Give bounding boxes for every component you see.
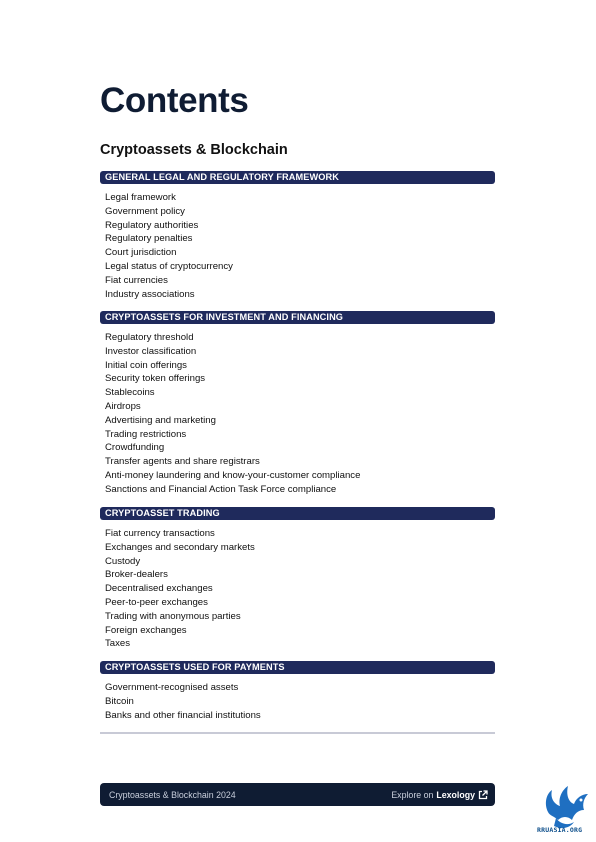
- explore-link[interactable]: Explore on Lexology: [391, 790, 488, 800]
- section-items: Government-recognised assets Bitcoin Ban…: [100, 681, 495, 722]
- toc-item[interactable]: Government-recognised assets: [105, 682, 239, 693]
- toc-item[interactable]: Trading restrictions: [105, 428, 187, 440]
- toc-item[interactable]: Investor classification: [105, 345, 197, 357]
- explore-label: Explore on: [391, 789, 434, 800]
- toc-item[interactable]: Custody: [105, 555, 141, 567]
- toc-item[interactable]: Crowdfunding: [105, 442, 165, 454]
- toc-item[interactable]: Airdrops: [105, 400, 141, 412]
- section-legal-framework: GENERAL LEGAL AND REGULATORY FRAMEWORK L…: [100, 171, 495, 301]
- toc-item[interactable]: Banks and other financial institutions: [105, 709, 261, 721]
- page-subtitle: Cryptoassets & Blockchain: [100, 142, 288, 158]
- toc-item[interactable]: Legal status of cryptocurrency: [105, 260, 233, 272]
- section-heading: CRYPTOASSETS USED FOR PAYMENTS: [100, 661, 495, 674]
- bird-logo-icon: [545, 786, 588, 829]
- section-items: Fiat currency transactions Exchanges and…: [100, 527, 495, 651]
- toc-item[interactable]: Industry associations: [105, 288, 195, 300]
- toc-item[interactable]: Stablecoins: [105, 387, 155, 399]
- toc-item[interactable]: Regulatory authorities: [105, 219, 199, 231]
- toc-item[interactable]: Fiat currencies: [105, 274, 168, 286]
- toc-item[interactable]: Taxes: [105, 638, 131, 650]
- toc-item[interactable]: Initial coin offerings: [105, 359, 187, 371]
- section-heading: CRYPTOASSETS FOR INVESTMENT AND FINANCIN…: [100, 311, 495, 324]
- toc-item[interactable]: Sanctions and Financial Action Task Forc…: [105, 483, 337, 495]
- watermark-text: RRUASIA.ORG: [537, 826, 583, 834]
- toc-item[interactable]: Decentralised exchanges: [105, 583, 213, 595]
- toc-item[interactable]: Exchanges and secondary markets: [105, 541, 255, 553]
- page-title: Contents: [100, 81, 249, 120]
- toc-item[interactable]: Fiat currency transactions: [105, 528, 215, 539]
- footer-bar: Cryptoassets & Blockchain 2024 Explore o…: [100, 783, 495, 806]
- toc-item[interactable]: Legal framework: [105, 192, 176, 203]
- toc-item[interactable]: Government policy: [105, 205, 185, 217]
- section-investment-financing: CRYPTOASSETS FOR INVESTMENT AND FINANCIN…: [100, 311, 495, 497]
- toc-item[interactable]: Anti-money laundering and know-your-cust…: [105, 469, 361, 481]
- section-heading: CRYPTOASSET TRADING: [100, 507, 495, 520]
- toc-item[interactable]: Foreign exchanges: [105, 624, 187, 636]
- external-link-icon[interactable]: [478, 789, 488, 800]
- divider-rule: [100, 732, 495, 734]
- toc-item[interactable]: Security token offerings: [105, 373, 206, 385]
- section-cryptoasset-trading: CRYPTOASSET TRADING Fiat currency transa…: [100, 507, 495, 651]
- section-items: Legal framework Government policy Regula…: [100, 191, 495, 301]
- toc-item[interactable]: Regulatory threshold: [105, 332, 194, 343]
- section-payments: CRYPTOASSETS USED FOR PAYMENTS Governmen…: [100, 661, 495, 722]
- toc-item[interactable]: Peer-to-peer exchanges: [105, 596, 208, 608]
- section-items: Regulatory threshold Investor classifica…: [100, 331, 495, 497]
- lexology-link[interactable]: Lexology: [436, 789, 475, 800]
- footer-title: Cryptoassets & Blockchain 2024: [109, 789, 236, 800]
- toc-item[interactable]: Trading with anonymous parties: [105, 610, 241, 622]
- toc-item[interactable]: Broker-dealers: [105, 569, 168, 581]
- section-heading: GENERAL LEGAL AND REGULATORY FRAMEWORK: [100, 171, 495, 184]
- toc-item[interactable]: Advertising and marketing: [105, 414, 216, 426]
- toc-item[interactable]: Court jurisdiction: [105, 247, 177, 259]
- toc-item[interactable]: Regulatory penalties: [105, 233, 193, 245]
- toc-item[interactable]: Transfer agents and share registrars: [105, 456, 260, 468]
- toc-item[interactable]: Bitcoin: [105, 695, 134, 707]
